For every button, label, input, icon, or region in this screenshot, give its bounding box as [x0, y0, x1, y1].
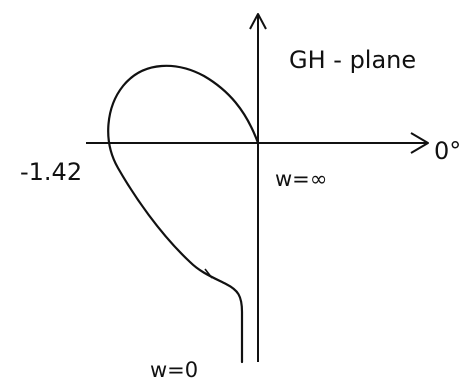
axis-label-right: 0° — [434, 137, 461, 165]
omega-zero-label: w=0 — [150, 358, 198, 382]
imaginary-axis-arrowhead — [249, 13, 267, 30]
real-axis-arrowhead — [410, 132, 429, 154]
locus-direction-mark — [204, 268, 213, 279]
nyquist-locus — [107, 64, 260, 364]
plane-label: GH - plane — [289, 46, 416, 74]
omega-infinity-label: w=∞ — [275, 167, 327, 191]
intercept-label: -1.42 — [20, 158, 82, 186]
